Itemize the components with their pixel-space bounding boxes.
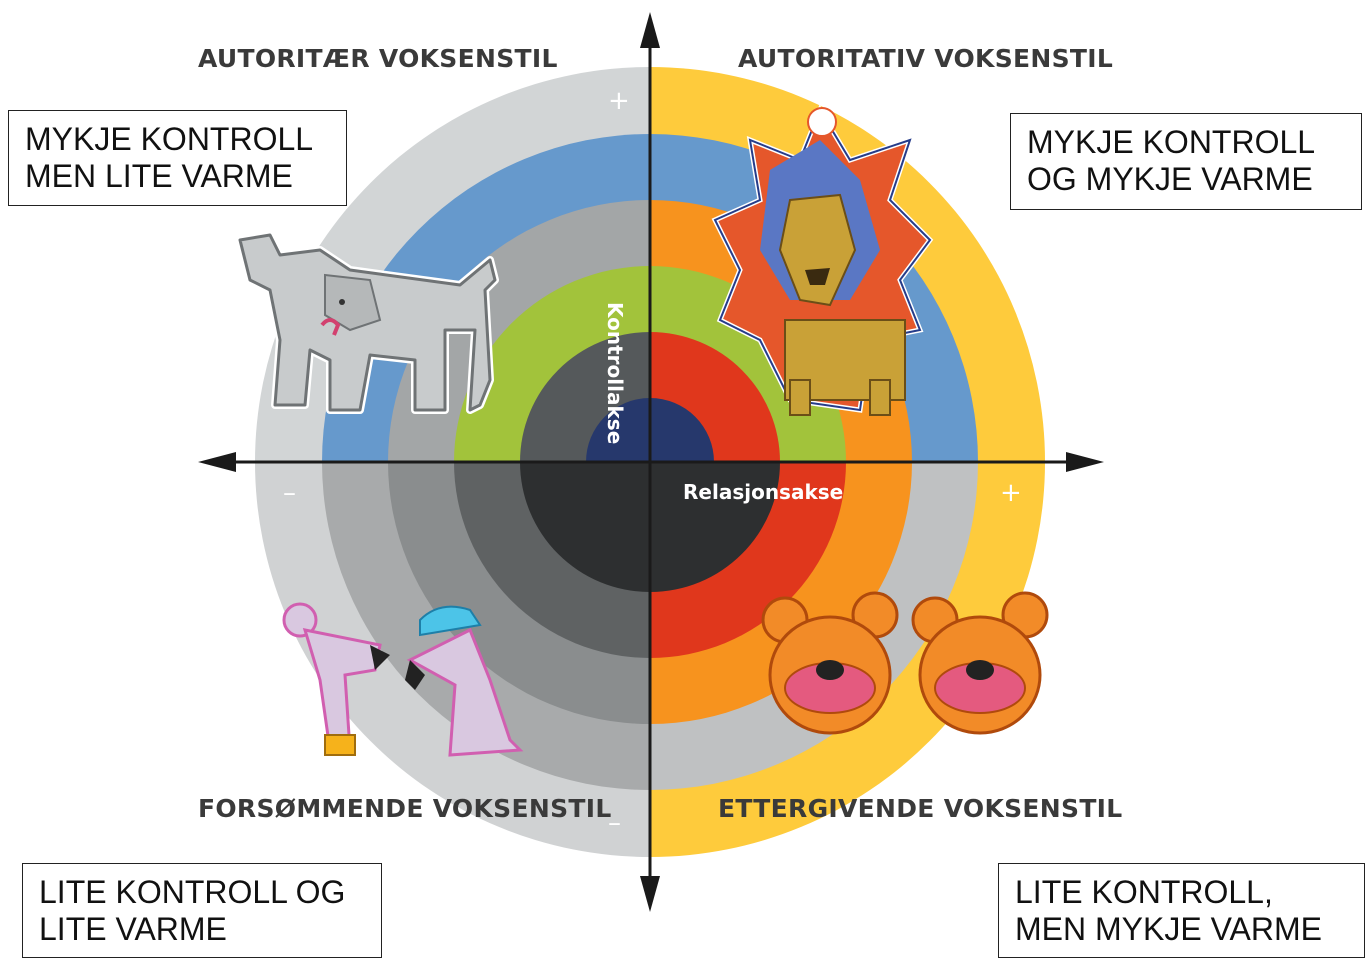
axis-arrow-up [640, 12, 660, 48]
box-bottom-left: LITE KONTROLL OG LITE VARME [22, 863, 382, 958]
lion-icon [711, 104, 934, 416]
box-line: LITE KONTROLL, [1015, 874, 1273, 910]
title-authoritative: AUTORITATIV VOKSENSTIL [738, 44, 1114, 73]
title-neglectful: FORSØMMENDE VOKSENSTIL [198, 794, 612, 823]
box-line: MYKJE KONTROLL [25, 121, 314, 157]
title-authoritarian: AUTORITÆR VOKSENSTIL [198, 44, 558, 73]
label-control-axis: Kontrollakse [603, 302, 627, 445]
bottom-left-ring-4 [520, 462, 650, 592]
box-line: MYKJE KONTROLL [1027, 124, 1316, 160]
mouse-pair-icon [282, 602, 524, 757]
bottom-right-ring-4 [650, 462, 780, 592]
plus-sign-top: + [608, 86, 630, 116]
label-relation-axis: Relasjonsakse [683, 480, 844, 504]
axes [198, 12, 1104, 912]
axis-arrow-left [198, 452, 236, 472]
bear-pair-icon [761, 591, 1049, 735]
box-line: LITE KONTROLL OG [39, 874, 346, 910]
box-bottom-right: LITE KONTROLL, MEN MYKJE VARME [998, 863, 1365, 958]
box-line: MEN MYKJE VARME [1015, 911, 1322, 947]
elephant-icon [236, 231, 499, 414]
top-right-ring-5 [650, 398, 714, 462]
box-top-right: MYKJE KONTROLL OG MYKJE VARME [1010, 113, 1362, 210]
title-permissive: ETTERGIVENDE VOKSENSTIL [718, 794, 1123, 823]
box-line: OG MYKJE VARME [1027, 161, 1313, 197]
box-line: LITE VARME [39, 911, 227, 947]
box-line: MEN LITE VARME [25, 158, 293, 194]
axis-arrow-down [640, 876, 660, 912]
minus-sign-left: – [283, 478, 296, 508]
minus-sign-bottom: – [608, 808, 621, 838]
box-top-left: MYKJE KONTROLL MEN LITE VARME [8, 110, 347, 206]
axis-arrow-right [1066, 452, 1104, 472]
top-left-ring-5 [586, 398, 650, 462]
plus-sign-right: + [1000, 478, 1022, 508]
